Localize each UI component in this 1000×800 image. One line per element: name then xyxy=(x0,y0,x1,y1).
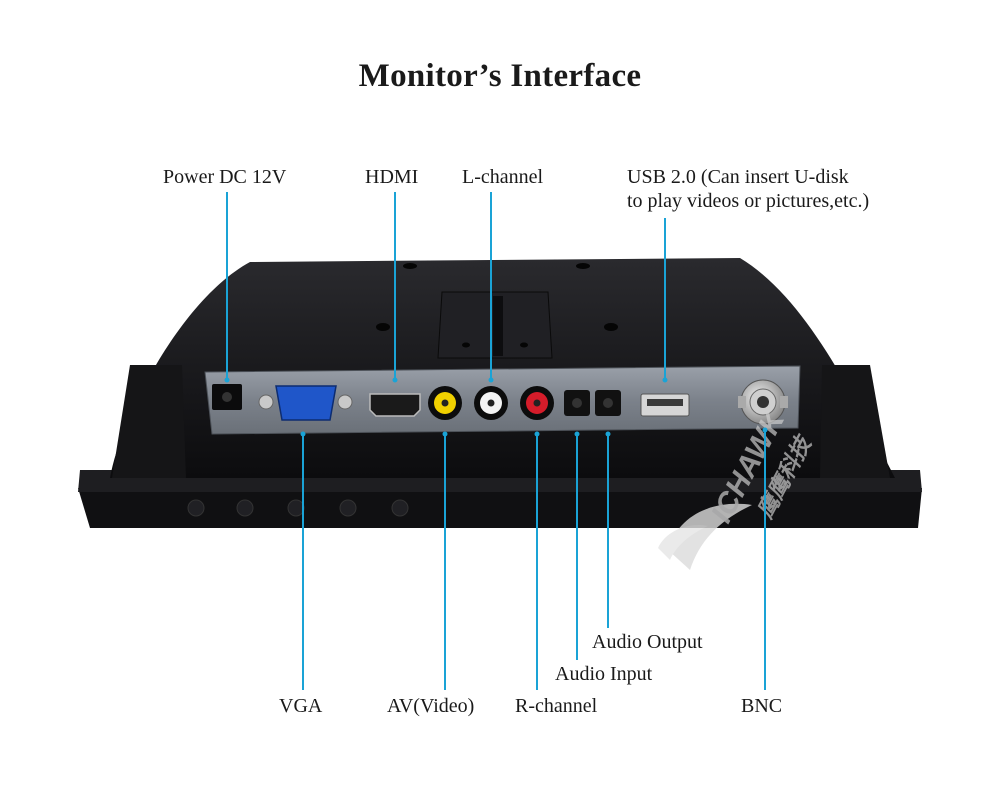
monitor-bezel xyxy=(78,488,922,528)
label-hdmi: HDMI xyxy=(365,166,419,188)
label-r-channel: R-channel xyxy=(515,695,598,717)
label-bnc: BNC xyxy=(741,695,783,717)
label-av-video: AV(Video) xyxy=(387,695,475,717)
label-l-channel: L-channel xyxy=(462,166,544,188)
page-title: Monitor’s Interface xyxy=(358,58,642,94)
audio-input-port xyxy=(564,390,590,416)
l-channel-port xyxy=(474,386,508,420)
label-power-dc-12v: Power DC 12V xyxy=(163,166,287,188)
usb-port xyxy=(640,393,690,417)
label-vga: VGA xyxy=(279,695,323,717)
leader-lines xyxy=(224,192,768,690)
bnc-port xyxy=(738,379,788,425)
label-audio-input: Audio Input xyxy=(555,663,653,685)
vga-port xyxy=(258,385,353,421)
label-audio-output: Audio Output xyxy=(592,631,703,653)
av-video-port xyxy=(428,386,462,420)
audio-output-port xyxy=(595,390,621,416)
screw-holes xyxy=(376,263,618,331)
label-usb-2: USB 2.0 (Can insert U-disk to play video… xyxy=(627,166,870,212)
r-channel-port xyxy=(520,386,554,420)
hdmi-port xyxy=(369,393,421,417)
